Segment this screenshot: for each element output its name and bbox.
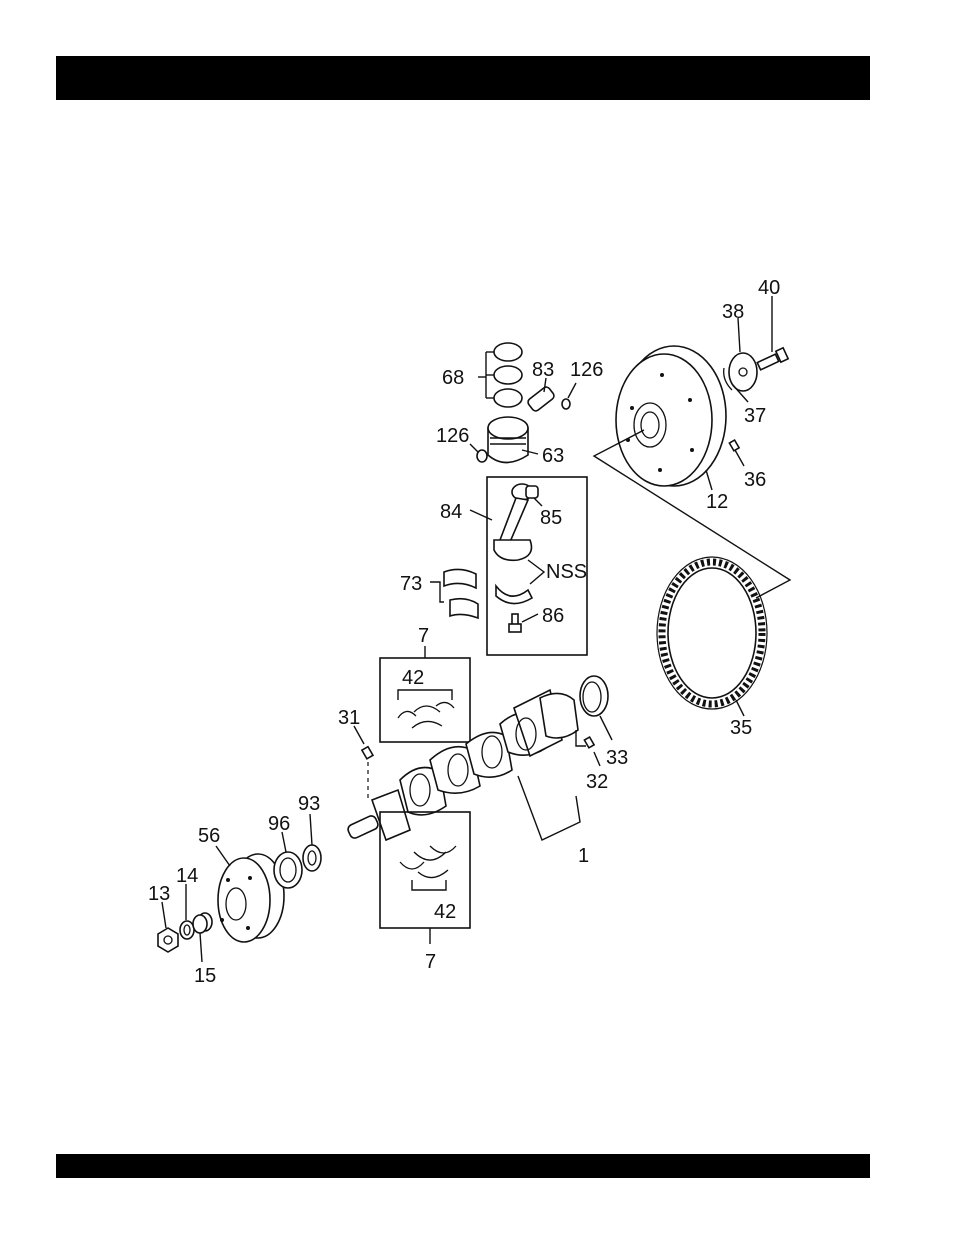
- label-56: 56: [198, 825, 220, 847]
- label-86: 86: [542, 605, 564, 627]
- crankshaft-part-1: [346, 690, 578, 840]
- label-85: 85: [540, 507, 562, 529]
- bushing-part-15: [193, 913, 212, 933]
- washer-part-93: [303, 845, 321, 871]
- label-63: 63: [542, 445, 564, 467]
- label-37: 37: [744, 405, 766, 427]
- pin-part-36: [729, 440, 739, 451]
- washer-part-14: [180, 921, 194, 939]
- connecting-rod-bearing-part-73: [444, 569, 478, 618]
- snap-ring-part-126-left: [477, 450, 487, 462]
- bolt-part-86: [509, 614, 521, 632]
- label-15: 15: [194, 965, 216, 987]
- nut-part-13: [158, 928, 178, 952]
- bushing-part-85: [526, 486, 538, 498]
- piston-pin-part-83: [526, 385, 555, 412]
- label-83: 83: [532, 359, 554, 381]
- piston-part-63: [488, 417, 528, 463]
- flywheel-part-12: [616, 346, 726, 486]
- label-36: 36: [744, 469, 766, 491]
- oil-seal-part-33: [580, 676, 608, 716]
- label-7-upper: 7: [418, 625, 429, 647]
- ring-gear-part-35: [657, 557, 767, 709]
- label-35: 35: [730, 717, 752, 739]
- label-14: 14: [176, 865, 198, 887]
- label-40: 40: [758, 277, 780, 299]
- label-126-left: 126: [436, 425, 469, 447]
- label-126-right: 126: [570, 359, 603, 381]
- main-bearing-part-42-upper: [398, 702, 454, 728]
- label-13: 13: [148, 883, 170, 905]
- piston-rings-part-68: [494, 343, 522, 407]
- label-96: 96: [268, 813, 290, 835]
- label-68: 68: [442, 367, 464, 389]
- label-nss: NSS: [546, 561, 587, 583]
- label-73: 73: [400, 573, 422, 595]
- rod-cap: [496, 586, 532, 604]
- label-84: 84: [440, 501, 462, 523]
- label-31: 31: [338, 707, 360, 729]
- label-7-lower: 7: [425, 951, 436, 973]
- nss-leader: [528, 560, 544, 584]
- label-38: 38: [722, 301, 744, 323]
- label-1: 1: [578, 845, 589, 867]
- spacer-part-96: [274, 852, 302, 888]
- main-bearing-box-upper: [380, 658, 470, 742]
- label-32: 32: [586, 771, 608, 793]
- bolt-part-40: [757, 348, 788, 370]
- label-42-lower: 42: [434, 901, 456, 923]
- label-33: 33: [606, 747, 628, 769]
- label-42-upper: 42: [402, 667, 424, 689]
- label-12: 12: [706, 491, 728, 513]
- main-bearing-part-42-lower: [400, 846, 456, 878]
- pin-part-31: [362, 747, 373, 759]
- label-93: 93: [298, 793, 320, 815]
- snap-ring-part-126-right: [562, 399, 570, 409]
